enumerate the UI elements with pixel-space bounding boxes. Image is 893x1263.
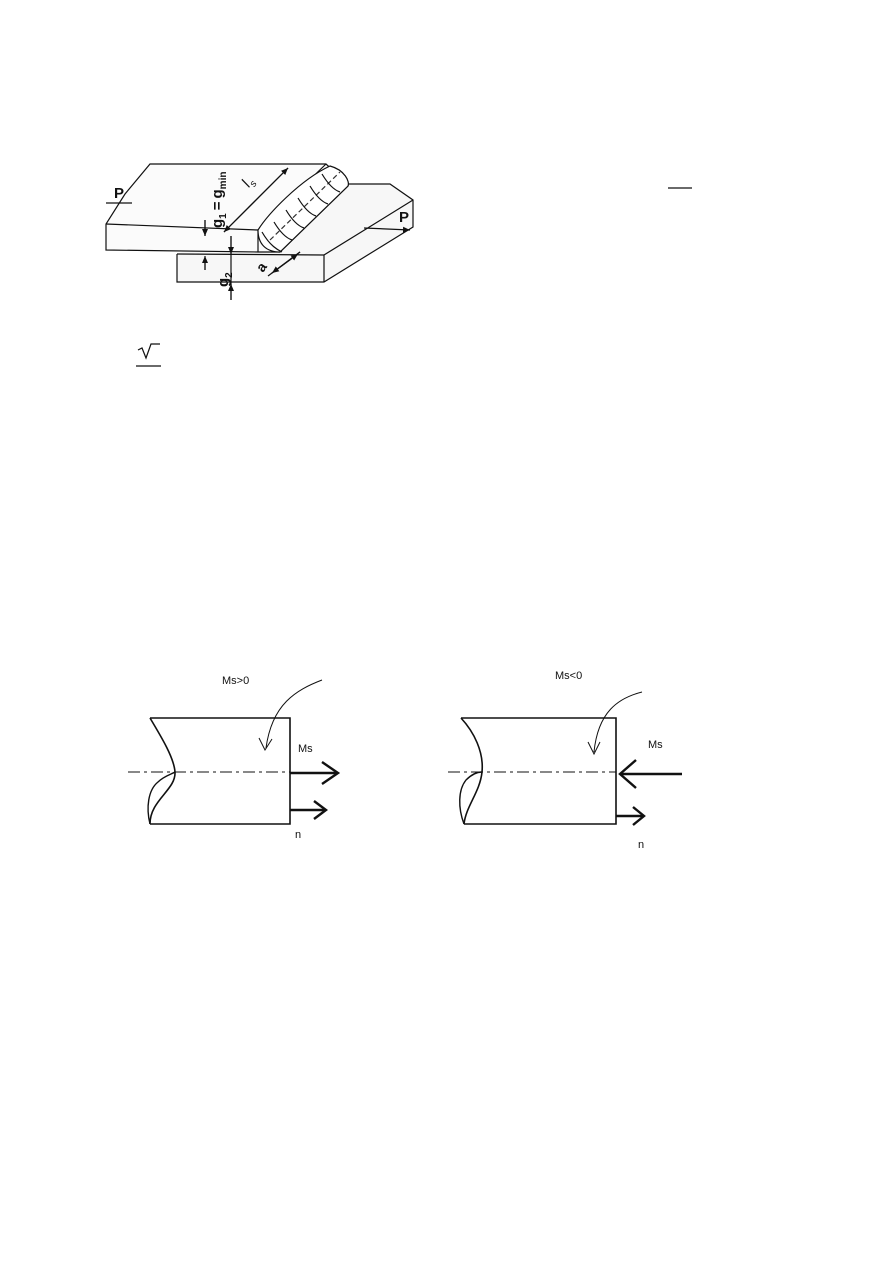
shaft-break-curve — [149, 717, 176, 825]
positive-moment-label: Ms — [298, 743, 313, 755]
negative-moment-label: Ms — [648, 739, 663, 751]
force-right-arrow — [363, 226, 411, 233]
moment-rotation-curve — [265, 679, 323, 749]
square-root-fragment — [136, 343, 161, 367]
negative-moment-title: Ms<0 — [555, 670, 582, 682]
shaft-outline-left — [150, 717, 291, 825]
moment-rotation-curve-2 — [593, 691, 643, 753]
shaft-break-hatch — [147, 771, 176, 825]
force-right-label: P — [399, 209, 409, 226]
moment-figure-positive — [128, 679, 341, 825]
shaft-break-curve-2 — [460, 717, 484, 825]
moment-figure-negative — [448, 691, 682, 826]
positive-normal-label: n — [295, 829, 301, 841]
force-left-label: P — [114, 185, 124, 202]
g2-label: g2 — [215, 272, 235, 287]
negative-normal-label: n — [638, 839, 644, 851]
svg-text:g1=gmin: g1=gmin — [209, 172, 229, 228]
weld-bead — [257, 165, 350, 253]
svg-text:g2: g2 — [215, 272, 235, 287]
shaft-break-hatch-2 — [459, 771, 483, 825]
positive-moment-title: Ms>0 — [222, 675, 249, 687]
g1-equals-gmin-label: g1=gmin — [209, 172, 229, 228]
shaft-outline-right — [461, 717, 617, 825]
lap-joint-figure — [105, 163, 414, 300]
